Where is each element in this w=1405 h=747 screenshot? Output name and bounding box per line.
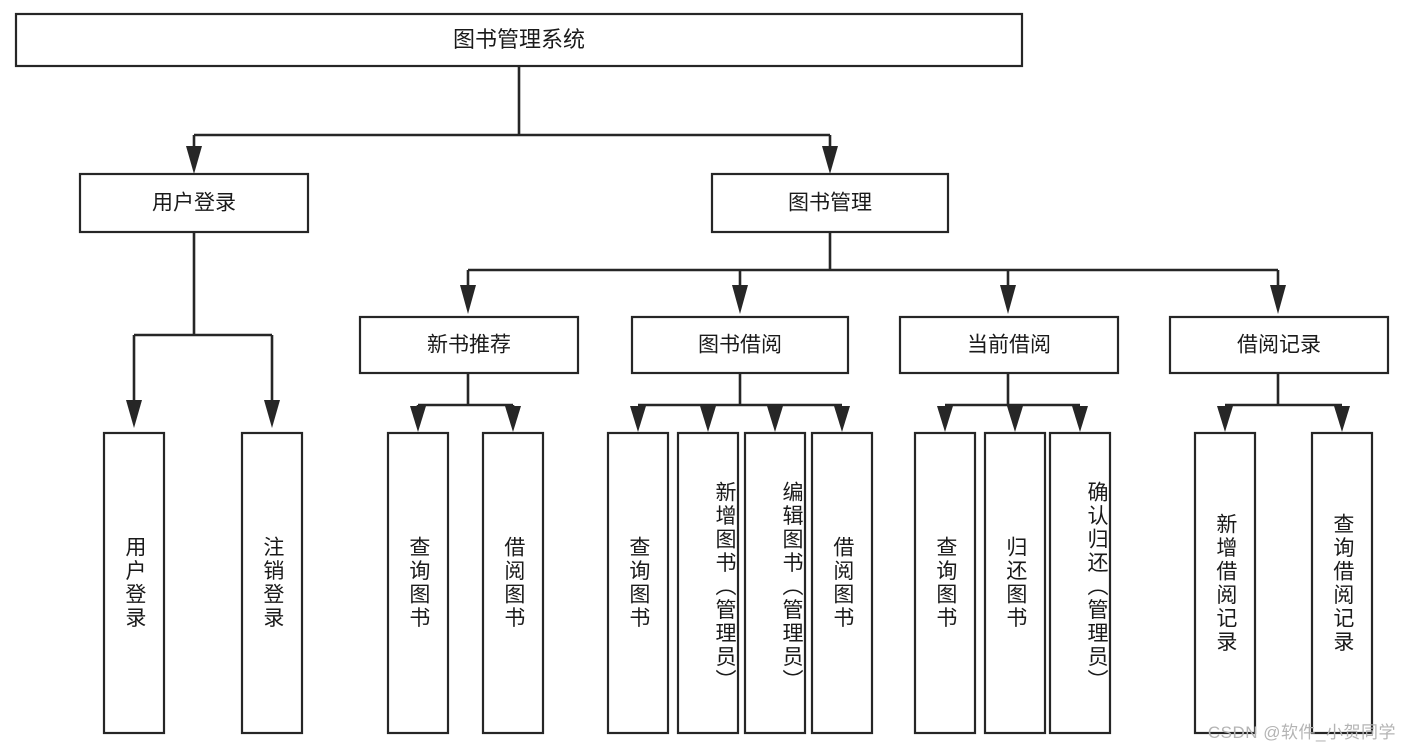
node-current-borrow-box[interactable] <box>898 315 1120 375</box>
node-book-borrow[interactable]: 图书借阅 <box>630 315 850 375</box>
arrowhead-to-user-login <box>186 146 202 174</box>
arrowhead-to-book-manage <box>822 146 838 174</box>
arrowhead-current-confirm <box>1072 406 1088 432</box>
node-new-book-recommend[interactable]: 新书推荐 <box>358 315 580 375</box>
leaf-box-edit-book-admin[interactable] <box>743 431 807 735</box>
leaf-box-return-book[interactable] <box>983 431 1047 735</box>
node-book-manage-box[interactable] <box>710 172 950 234</box>
arrowhead-rec-query <box>410 406 426 432</box>
leaf-box-query-book-rec[interactable] <box>386 431 450 735</box>
node-new-book-recommend-label: 新书推荐 <box>427 334 511 357</box>
node-root-box[interactable] <box>14 12 1024 68</box>
arrowhead-borrow-add <box>700 406 716 432</box>
arrowhead-borrow-record <box>1270 285 1286 314</box>
arrowhead-book-borrow <box>732 285 748 314</box>
leaf-box-query-borrow-record[interactable] <box>1310 431 1374 735</box>
leaf-box-add-book-admin[interactable] <box>676 431 740 735</box>
leaf-box-lend-book[interactable] <box>810 431 874 735</box>
connector-layer <box>126 66 1350 432</box>
node-book-borrow-label: 图书借阅 <box>698 334 782 357</box>
arrowhead-user-login-leaf <box>126 400 142 428</box>
node-root-label: 图书管理系统 <box>453 27 585 52</box>
arrowhead-borrow-edit <box>767 406 783 432</box>
arrowhead-current-borrow <box>1000 285 1016 314</box>
arrowhead-new-book-rec <box>460 285 476 314</box>
node-borrow-record-label: 借阅记录 <box>1237 334 1321 357</box>
node-user-login-box[interactable] <box>78 172 310 234</box>
node-user-login[interactable]: 用户登录 <box>78 172 310 234</box>
node-current-borrow-label: 当前借阅 <box>967 334 1051 357</box>
node-book-borrow-box[interactable] <box>630 315 850 375</box>
arrowhead-record-add <box>1217 406 1233 432</box>
leaf-box-user-login[interactable] <box>102 431 166 735</box>
node-root[interactable]: 图书管理系统 <box>14 12 1024 68</box>
node-new-book-recommend-box[interactable] <box>358 315 580 375</box>
node-book-manage[interactable]: 图书管理 <box>710 172 950 234</box>
arrowhead-current-query <box>937 406 953 432</box>
leaf-box-confirm-return-admin[interactable] <box>1048 431 1112 735</box>
arrowhead-rec-borrow <box>505 406 521 432</box>
arrowhead-logout-leaf <box>264 400 280 428</box>
leaf-boxes-layer <box>102 431 1374 735</box>
node-current-borrow[interactable]: 当前借阅 <box>898 315 1120 375</box>
arrowhead-borrow-query <box>630 406 646 432</box>
node-borrow-record[interactable]: 借阅记录 <box>1168 315 1390 375</box>
arrowhead-current-return <box>1007 406 1023 432</box>
leaf-box-borrow-book-rec[interactable] <box>481 431 545 735</box>
node-book-manage-label: 图书管理 <box>788 192 872 215</box>
node-borrow-record-box[interactable] <box>1168 315 1390 375</box>
leaf-box-query-book-current[interactable] <box>913 431 977 735</box>
csdn-watermark: CSDN @软件_小贺同学 <box>1207 723 1396 742</box>
arrowhead-record-query <box>1334 406 1350 432</box>
leaf-box-add-borrow-record[interactable] <box>1193 431 1257 735</box>
leaf-box-logout[interactable] <box>240 431 304 735</box>
leaf-box-query-book-borrow[interactable] <box>606 431 670 735</box>
arrowhead-borrow-lend <box>834 406 850 432</box>
node-user-login-label: 用户登录 <box>152 192 236 215</box>
